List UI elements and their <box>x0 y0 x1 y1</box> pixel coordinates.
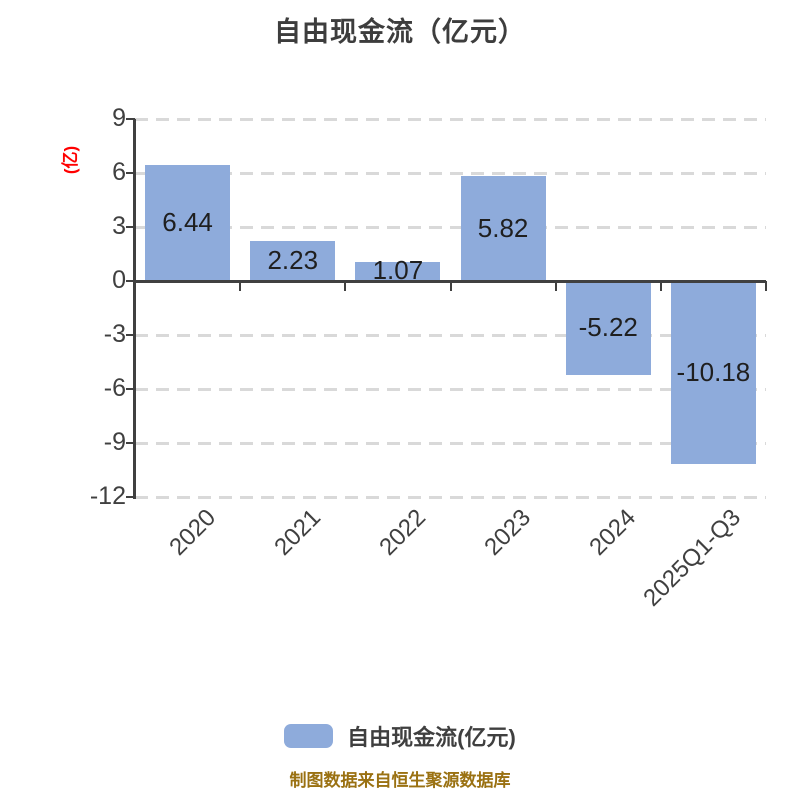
gridline <box>135 387 766 391</box>
y-tick-mark <box>126 334 135 336</box>
y-tick-mark <box>126 280 135 282</box>
x-tick-mark <box>659 281 662 291</box>
y-tick-mark <box>126 172 135 174</box>
gridline <box>135 441 766 445</box>
y-tick-label: -6 <box>103 374 126 402</box>
x-tick-mark <box>554 281 557 291</box>
bar <box>670 281 756 465</box>
y-tick-mark <box>126 388 135 390</box>
y-tick-label: -9 <box>103 428 126 456</box>
y-axis-line <box>133 119 136 499</box>
x-tick-label: 2025Q1-Q3 <box>638 504 747 612</box>
gridline <box>135 225 766 229</box>
x-tick-label: 2023 <box>479 504 537 561</box>
chart-title: 自由现金流（亿元） <box>274 17 526 47</box>
footer-note: 制图数据来自恒生聚源数据库 <box>289 771 511 790</box>
y-tick-mark <box>126 226 135 228</box>
y-tick-label: -12 <box>89 482 126 510</box>
y-tick-mark <box>126 496 135 498</box>
bar-value-label: 2.23 <box>267 244 319 275</box>
legend-label: 自由现金流(亿元) <box>347 725 516 750</box>
gridline <box>135 333 766 337</box>
legend: 自由现金流(亿元) <box>0 720 800 752</box>
x-tick-label: 2022 <box>374 504 431 561</box>
y-tick-mark <box>126 442 135 444</box>
y-tick-mark <box>126 118 135 120</box>
gridline <box>135 117 766 121</box>
x-tick-mark <box>449 281 452 291</box>
y-tick-label: 0 <box>112 266 126 294</box>
bar-value-label: 6.44 <box>162 207 213 238</box>
bar <box>250 240 336 281</box>
bar <box>565 281 651 375</box>
y-tick-label: 6 <box>112 158 126 186</box>
bar <box>145 165 231 281</box>
bar <box>460 176 546 281</box>
bar <box>355 261 441 281</box>
x-tick-label: 2021 <box>268 504 326 561</box>
y-tick-label: -3 <box>103 320 126 348</box>
x-tick-mark <box>344 281 347 291</box>
gridline <box>135 495 766 499</box>
x-tick-mark <box>134 281 136 291</box>
x-tick-mark <box>765 281 767 291</box>
y-tick-label: 3 <box>112 212 126 240</box>
bar-value-label: 5.82 <box>477 212 529 243</box>
x-tick-mark <box>239 281 242 291</box>
x-tick-label: 2024 <box>584 504 642 561</box>
bar-value-label: -5.22 <box>578 311 638 342</box>
legend-swatch <box>284 724 334 748</box>
y-tick-label: 9 <box>112 104 126 132</box>
gridline <box>135 171 766 175</box>
bar-value-label: -10.18 <box>676 356 751 387</box>
